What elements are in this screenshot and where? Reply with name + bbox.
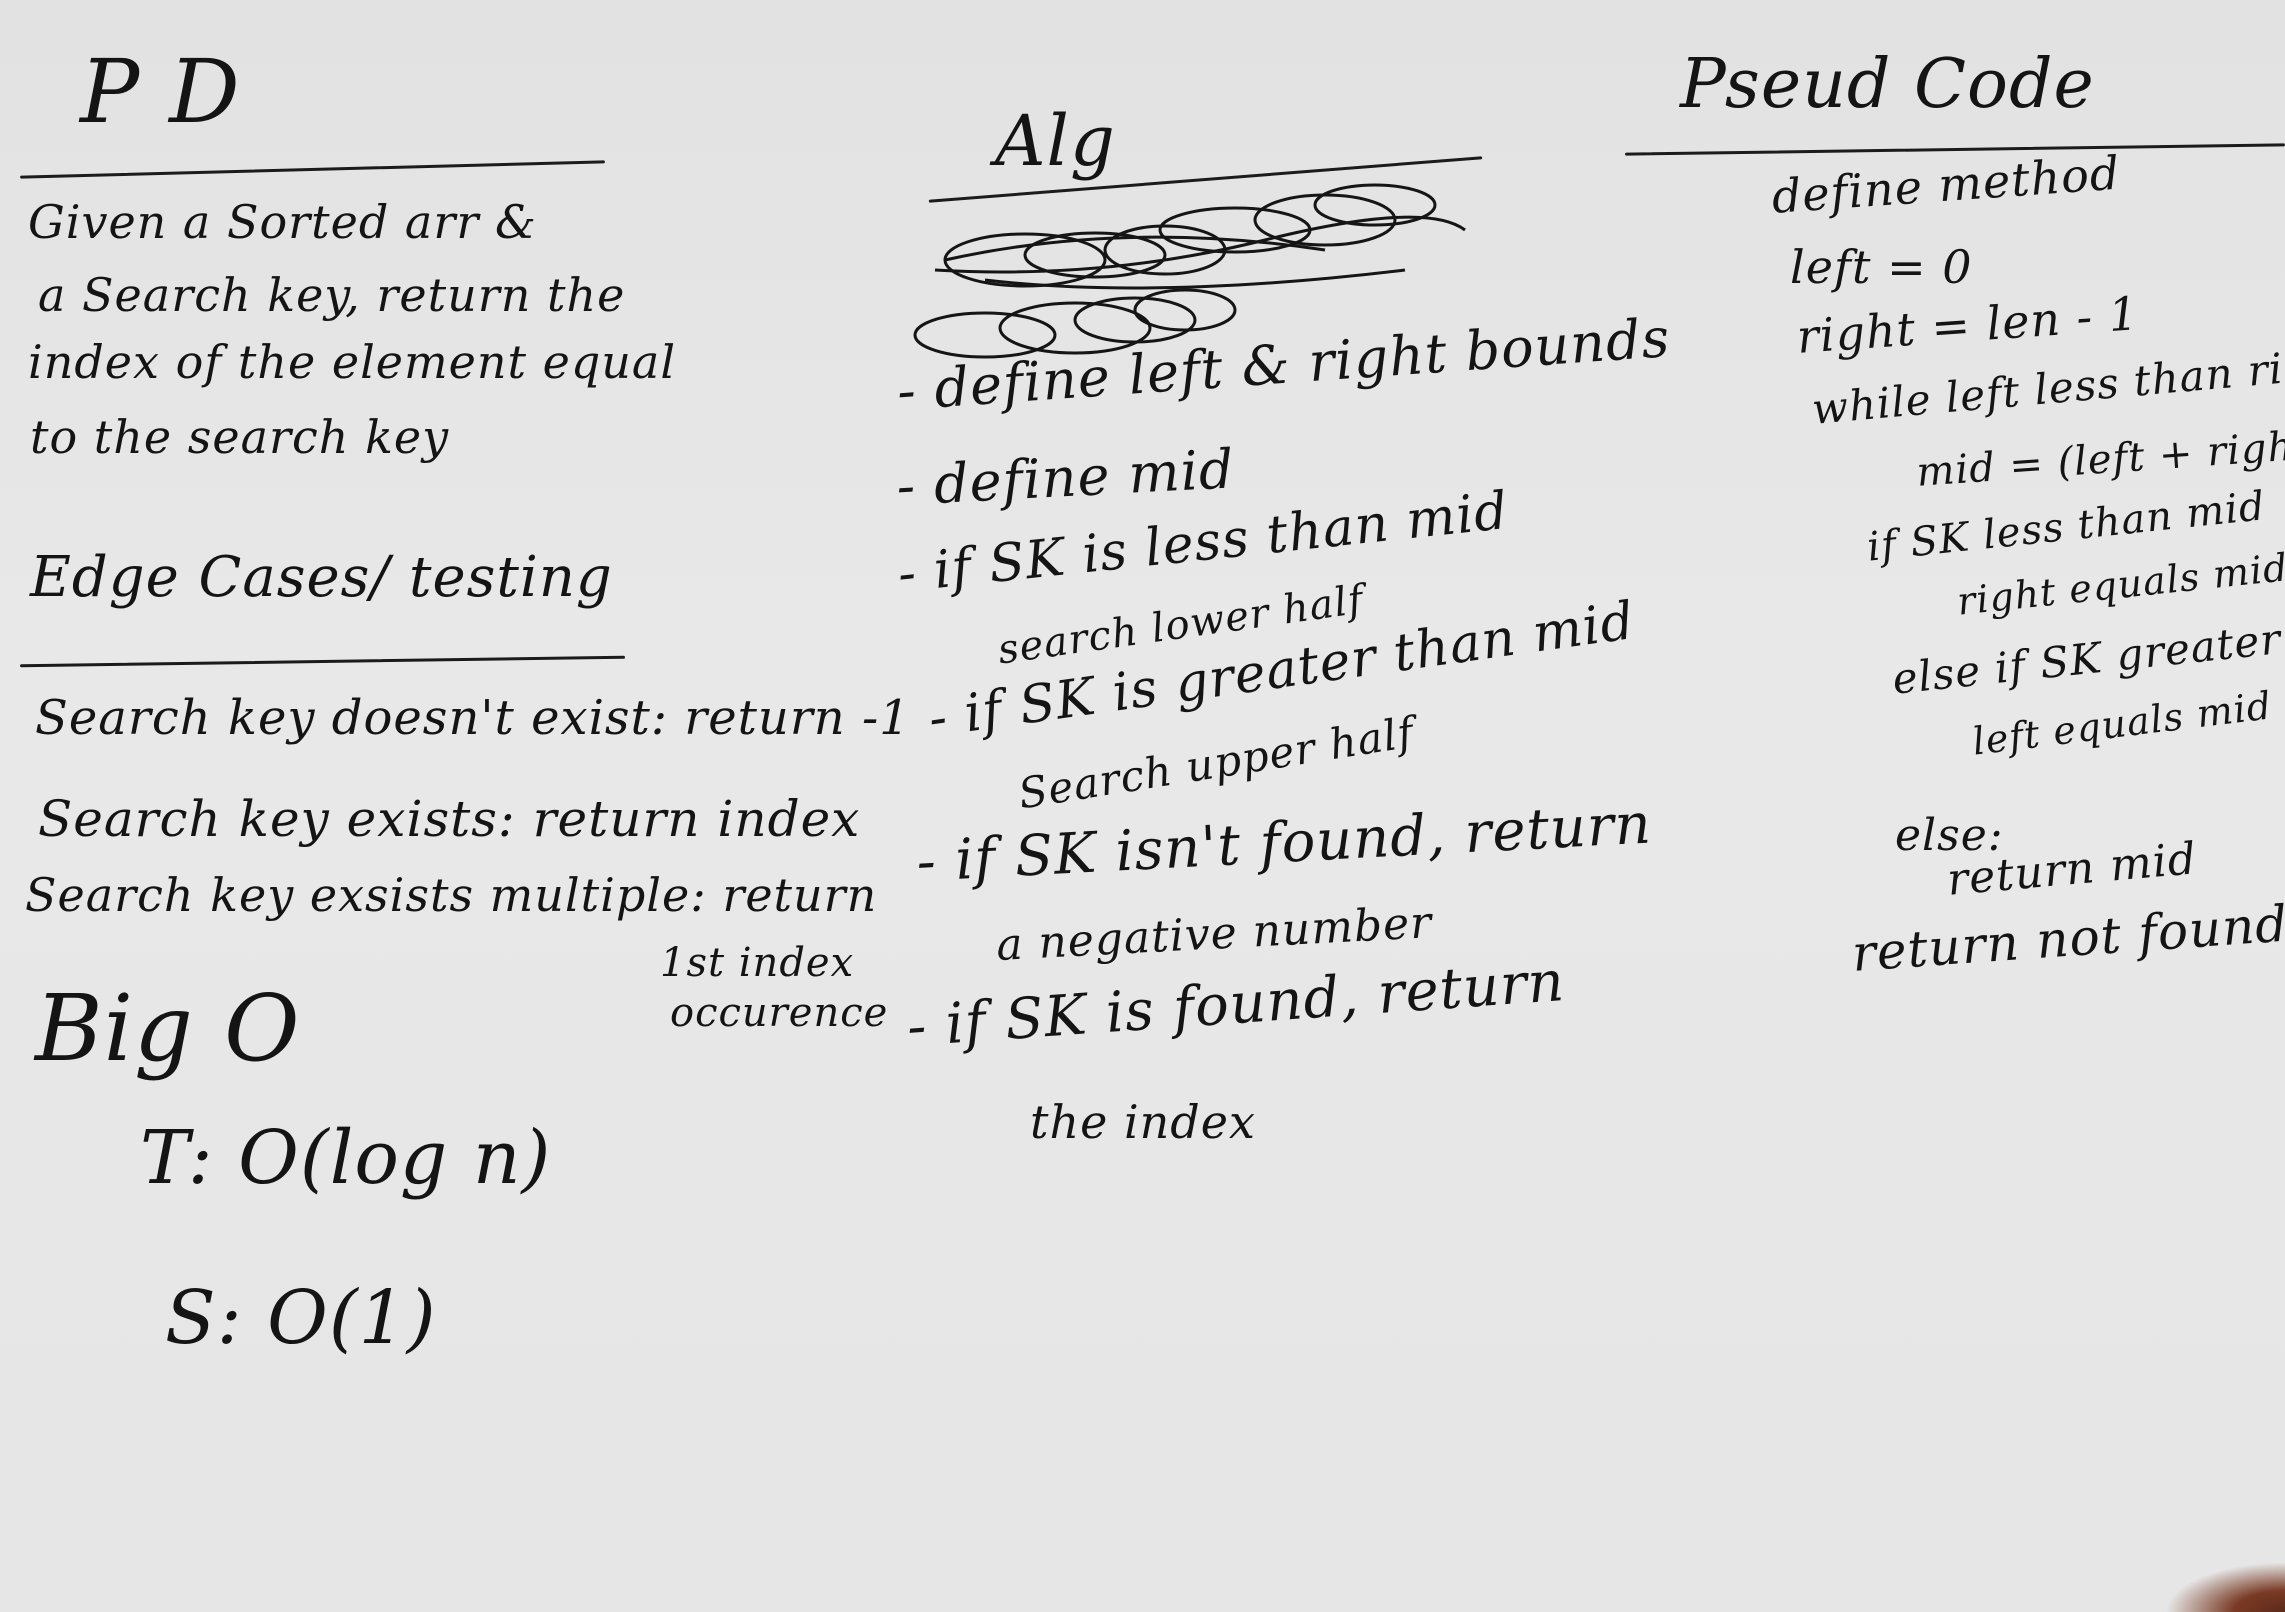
bigo-heading: Big O [35,975,301,1082]
pseudo-heading: Pseud Code [1680,45,2095,124]
pseudo-line-5: mid = (left + right)/2 [1915,418,2285,496]
pd-line-4: to the search key [30,410,450,464]
edge-item-3: Search key exsists multiple: return [25,868,878,922]
alg-step-2: - define mid [895,437,1236,518]
pseudo-underline [1625,143,2285,156]
pd-heading: P D [80,40,241,143]
pd-line-3: index of the element equal [28,335,677,389]
pseudo-line-12: return not found [1850,894,2285,983]
alg-heading: Alg [995,100,1116,182]
space-complexity: S: O(1) [165,1275,437,1361]
edge-heading: Edge Cases/ testing [30,545,613,610]
alg-step-5-detail: a negative number [995,897,1434,971]
time-complexity: T: O(log n) [140,1115,552,1201]
edge-underline [20,655,625,668]
edge-note-2: occurence [670,990,889,1036]
pseudo-line-1: define method [1770,145,2122,224]
pd-underline [20,160,605,179]
edge-item-1: Search key doesn't exist: return -1 [35,690,911,746]
pseudo-line-2: left = 0 [1790,240,1973,294]
pseudo-line-3: right = len - 1 [1795,286,2141,364]
corner-mark [2165,1562,2285,1612]
alg-step-6-detail: the index [1030,1095,1256,1149]
edge-note-1: 1st index [660,940,855,986]
edge-item-2: Search key exists: return index [38,790,861,848]
pseudo-line-10: else: [1895,810,2004,861]
pd-line-1: Given a Sorted arr & [28,195,537,249]
scribble-cross-out [913,183,1466,359]
pd-line-2: a Search key, return the [38,268,626,322]
